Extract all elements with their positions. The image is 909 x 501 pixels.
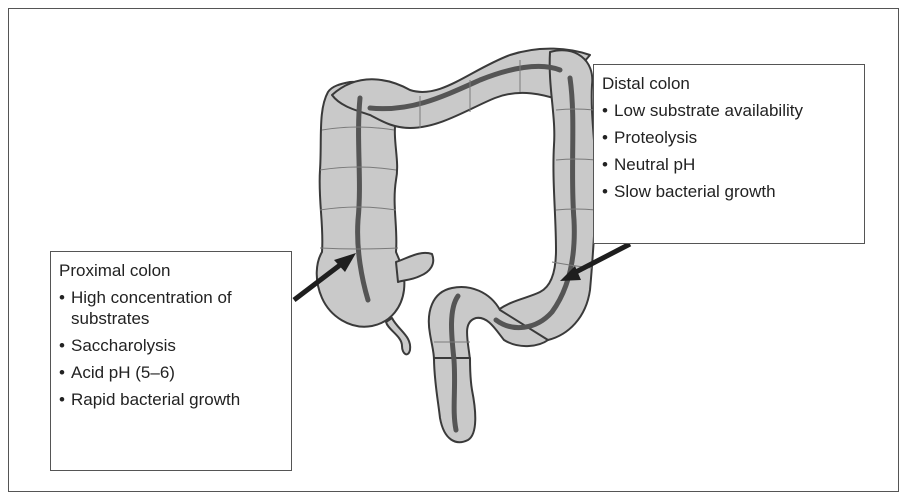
distal-colon-title: Distal colon	[602, 74, 856, 94]
distal-colon-box: Distal colon Low substrate availability …	[593, 64, 865, 244]
proximal-item: Rapid bacterial growth	[59, 389, 283, 410]
proximal-item: Saccharolysis	[59, 335, 283, 356]
distal-item: Neutral pH	[602, 154, 856, 175]
distal-colon-list: Low substrate availability Proteolysis N…	[602, 100, 856, 202]
proximal-item: High concentration of substrates	[59, 287, 283, 329]
distal-item: Low substrate availability	[602, 100, 856, 121]
proximal-colon-title: Proximal colon	[59, 261, 283, 281]
proximal-colon-list: High concentration of substrates Sacchar…	[59, 287, 283, 410]
proximal-item: Acid pH (5–6)	[59, 362, 283, 383]
distal-item: Proteolysis	[602, 127, 856, 148]
distal-item: Slow bacterial growth	[602, 181, 856, 202]
proximal-colon-box: Proximal colon High concentration of sub…	[50, 251, 292, 471]
